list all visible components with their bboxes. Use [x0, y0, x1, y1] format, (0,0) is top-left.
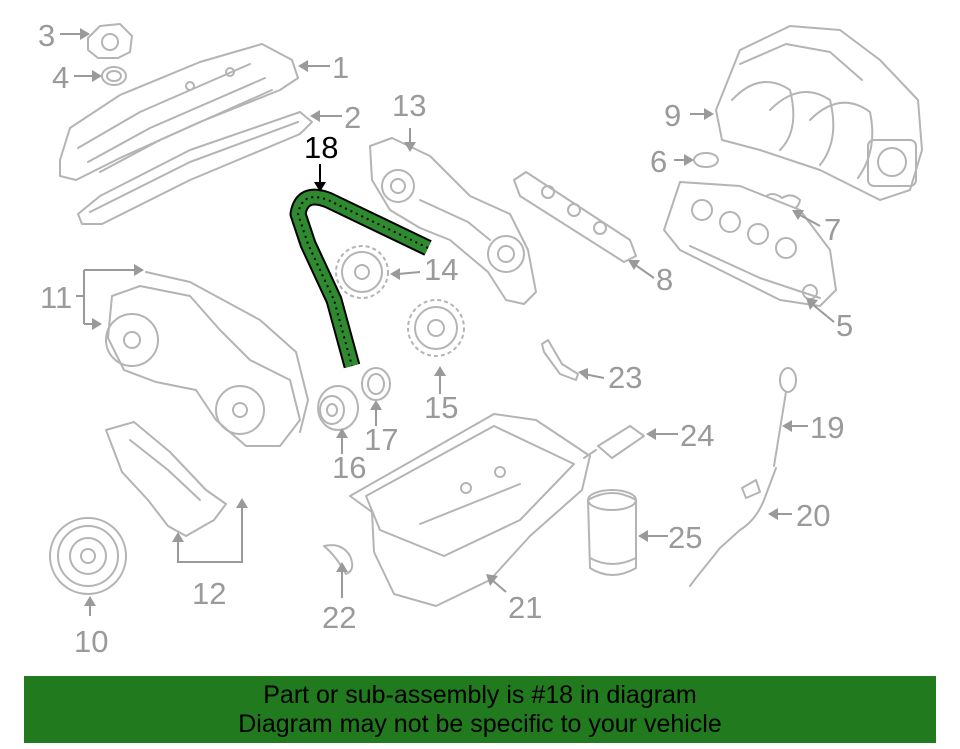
part-camshaft-sprocket-lower[interactable] [407, 299, 465, 357]
part-timing-belt[interactable] [289, 188, 432, 369]
callout-23[interactable]: 23 [608, 360, 642, 395]
banner-line-part: Part or sub-assembly is #18 in diagram [263, 681, 697, 709]
callout-3[interactable]: 3 [38, 18, 55, 53]
part-oil-pan[interactable] [349, 413, 591, 607]
callout-18[interactable]: 18 [304, 130, 338, 165]
callout-15[interactable]: 15 [424, 390, 458, 425]
callout-11[interactable]: 11 [40, 280, 72, 315]
callout-9[interactable]: 9 [664, 98, 681, 133]
part-oil-filter[interactable] [587, 489, 637, 576]
leader-line-18 [314, 164, 326, 192]
callout-24[interactable]: 24 [680, 418, 714, 453]
part-upper-intake-manifold[interactable] [715, 25, 923, 201]
part-crankshaft-pulley[interactable] [49, 517, 127, 595]
banner-line-disclaimer: Diagram may not be specific to your vehi… [238, 710, 722, 738]
callout-20[interactable]: 20 [796, 498, 830, 533]
part-dipstick[interactable] [773, 367, 797, 467]
callout-21[interactable]: 21 [508, 590, 542, 625]
part-oil-pan-plug[interactable] [583, 425, 645, 459]
part-valve-cover[interactable] [59, 43, 299, 181]
callout-8[interactable]: 8 [656, 262, 673, 297]
part-timing-cover[interactable] [105, 271, 309, 447]
part-oil-pickup-tube[interactable] [541, 339, 579, 381]
part-camshaft-sprocket-upper[interactable] [335, 245, 389, 299]
callout-25[interactable]: 25 [668, 520, 702, 555]
callout-22[interactable]: 22 [322, 600, 356, 635]
part-lower-intake-manifold[interactable] [663, 181, 837, 307]
callout-12[interactable]: 12 [192, 576, 226, 611]
part-tensioner-spring[interactable] [361, 367, 391, 401]
callout-14[interactable]: 14 [424, 252, 458, 287]
callout-13[interactable]: 13 [392, 88, 426, 123]
part-lower-timing-cover[interactable] [105, 421, 227, 537]
part-manifold-gasket[interactable] [513, 171, 637, 263]
leader-lines [60, 28, 835, 616]
part-oil-filler-cap[interactable] [87, 23, 133, 59]
callout-numbers: 1 2 3 4 5 6 7 8 9 10 11 12 13 14 15 16 1… [38, 18, 853, 659]
part-filler-cap-seal[interactable] [101, 66, 127, 86]
callout-6[interactable]: 6 [650, 144, 667, 179]
part-tensioner-pulley[interactable] [317, 385, 359, 431]
part-info-banner: Part or sub-assembly is #18 in diagram D… [24, 676, 936, 743]
callout-16[interactable]: 16 [332, 450, 366, 485]
part-oil-pan-seal[interactable] [323, 544, 354, 575]
callout-2[interactable]: 2 [344, 100, 361, 135]
callout-1[interactable]: 1 [332, 50, 349, 85]
callout-5[interactable]: 5 [836, 308, 853, 343]
parts-diagram: 1 2 3 4 5 6 7 8 9 10 11 12 13 14 15 16 1… [38, 18, 923, 659]
callout-17[interactable]: 17 [364, 422, 398, 457]
part-dipstick-tube[interactable] [689, 467, 777, 587]
part-manifold-o-ring[interactable] [693, 152, 719, 168]
part-timing-backing-plate[interactable] [369, 137, 537, 305]
callout-7[interactable]: 7 [824, 212, 841, 247]
part-valve-cover-gasket[interactable] [77, 111, 313, 225]
callout-4[interactable]: 4 [52, 60, 69, 95]
callout-10[interactable]: 10 [74, 624, 108, 659]
callout-19[interactable]: 19 [810, 410, 844, 445]
